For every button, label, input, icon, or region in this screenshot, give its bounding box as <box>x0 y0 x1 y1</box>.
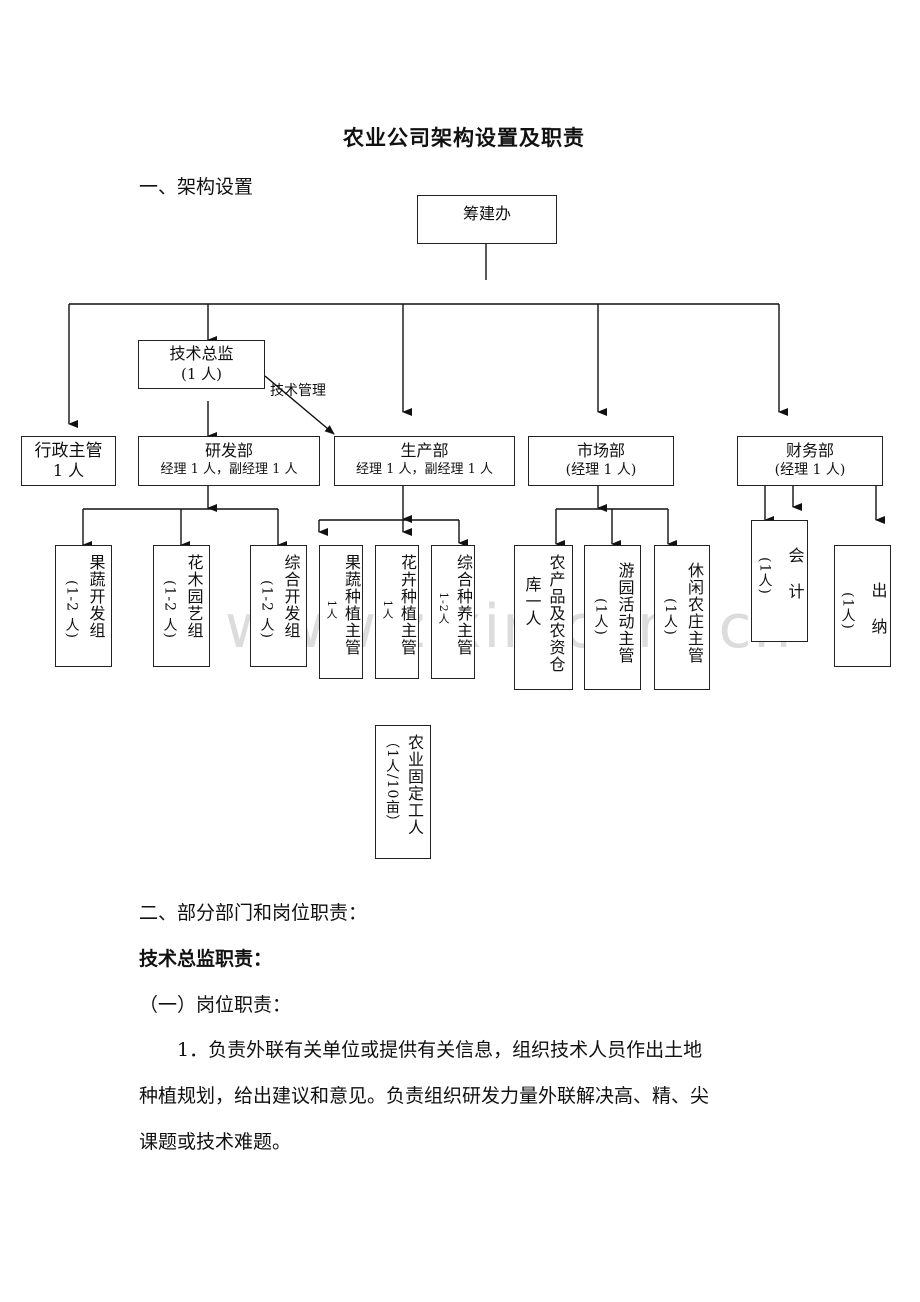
org-node-market-unit-2: 游园活动主管 (1人) <box>584 545 641 690</box>
unit-count: (1-2 人) <box>161 580 178 639</box>
unit-count: (1-2 人) <box>258 580 275 639</box>
org-node-production-unit-2: 花卉种植主管 1人 <box>375 545 419 679</box>
org-node-root: 筹建办 <box>417 195 557 244</box>
dept-detail: 1 人 <box>52 461 85 480</box>
org-node-tech-director: 技术总监 (1 人) <box>138 340 265 389</box>
tech-director-title: 技术总监 <box>169 344 234 363</box>
unit-count: (1人) <box>662 598 678 636</box>
org-node-market-unit-3: 休闲农庄主管 (1人) <box>654 545 710 690</box>
org-node-rd-unit-2: 花木园艺组 (1-2 人) <box>153 545 210 667</box>
section-heading-responsibilities: 二、部分部门和岗位职责： <box>139 902 368 924</box>
org-node-rd: 研发部 经理 1 人，副经理 1 人 <box>138 436 320 486</box>
org-node-market: 市场部 (经理 1 人) <box>528 436 674 486</box>
dept-name: 生产部 <box>400 441 449 460</box>
page-title: 农业公司架构设置及职责 <box>343 126 585 150</box>
tech-management-label: 技术管理 <box>270 383 326 399</box>
unit-name: 出 纳 <box>868 582 888 636</box>
section-heading-structure: 一、架构设置 <box>139 176 254 198</box>
unit-name: 农产品及农资仓 <box>546 554 566 673</box>
unit-name: 果蔬开发组 <box>86 554 106 639</box>
unit-name: 综合开发组 <box>281 554 301 639</box>
tech-director-count: (1 人) <box>180 365 223 383</box>
unit-count: (1人) <box>839 592 856 630</box>
unit-count: 1人 <box>325 600 338 620</box>
org-node-cashier: 出 纳 (1人) <box>834 545 891 667</box>
unit-count: 1-2人 <box>437 592 450 625</box>
unit-name: 果蔬种植主管 <box>342 554 361 656</box>
dept-detail: (经理 1 人) <box>565 462 637 478</box>
org-node-admin: 行政主管 1 人 <box>21 436 116 486</box>
org-node-root-label: 筹建办 <box>462 204 511 223</box>
org-node-rd-unit-3: 综合开发组 (1-2 人) <box>250 545 307 667</box>
unit-count: 库一人 <box>522 576 542 627</box>
paragraph-line: 1．负责外联有关单位或提供有关信息，组织技术人员作出土地 <box>177 1039 703 1061</box>
paragraph-line: 课题或技术难题。 <box>139 1131 292 1153</box>
unit-count: (1人) <box>756 557 773 595</box>
unit-name: 农业固定工人 <box>405 734 424 836</box>
unit-name: 休闲农庄主管 <box>685 562 704 664</box>
role-heading-tech-director: 技术总监职责： <box>139 948 273 970</box>
dept-name: 研发部 <box>204 441 253 460</box>
arrow-tech-management <box>264 375 335 435</box>
org-chart-connectors <box>68 243 885 549</box>
org-node-rd-unit-1: 果蔬开发组 (1-2 人) <box>55 545 112 667</box>
unit-name: 花木园艺组 <box>184 554 204 639</box>
unit-count: （1人/10亩） <box>384 734 400 830</box>
org-node-production: 生产部 经理 1 人，副经理 1 人 <box>334 436 515 486</box>
subsection-heading-duties: （一）岗位职责： <box>139 994 292 1016</box>
paragraph-line: 种植规划，给出建议和意见。负责组织研发力量外联解决高、精、尖 <box>139 1085 710 1107</box>
dept-name: 财务部 <box>785 441 834 460</box>
org-node-accountant: 会 计 (1人) <box>751 520 808 642</box>
org-node-production-unit-3: 综合种养主管 1-2人 <box>431 545 475 679</box>
dept-detail: (经理 1 人) <box>774 462 846 478</box>
unit-count: (1人) <box>592 598 609 636</box>
unit-name: 花卉种植主管 <box>398 554 417 656</box>
dept-detail: 经理 1 人，副经理 1 人 <box>355 462 494 477</box>
unit-name: 会 计 <box>785 547 805 601</box>
org-node-production-unit-1: 果蔬种植主管 1人 <box>319 545 363 679</box>
dept-name: 市场部 <box>576 441 625 460</box>
dept-name: 行政主管 <box>34 441 103 461</box>
dept-detail: 经理 1 人，副经理 1 人 <box>160 462 298 477</box>
org-node-market-unit-1: 农产品及农资仓 库一人 <box>514 545 573 690</box>
org-node-finance: 财务部 (经理 1 人) <box>737 436 883 486</box>
unit-count: (1-2 人) <box>63 580 80 639</box>
unit-count: 1人 <box>381 600 394 620</box>
unit-name: 游园活动主管 <box>615 562 635 664</box>
org-node-production-workers: 农业固定工人 （1人/10亩） <box>375 725 431 859</box>
paragraph-duty-1: 1．负责外联有关单位或提供有关信息，组织技术人员作出土地 种植规划，给出建议和意… <box>139 1027 789 1165</box>
unit-name: 综合种养主管 <box>454 554 473 656</box>
